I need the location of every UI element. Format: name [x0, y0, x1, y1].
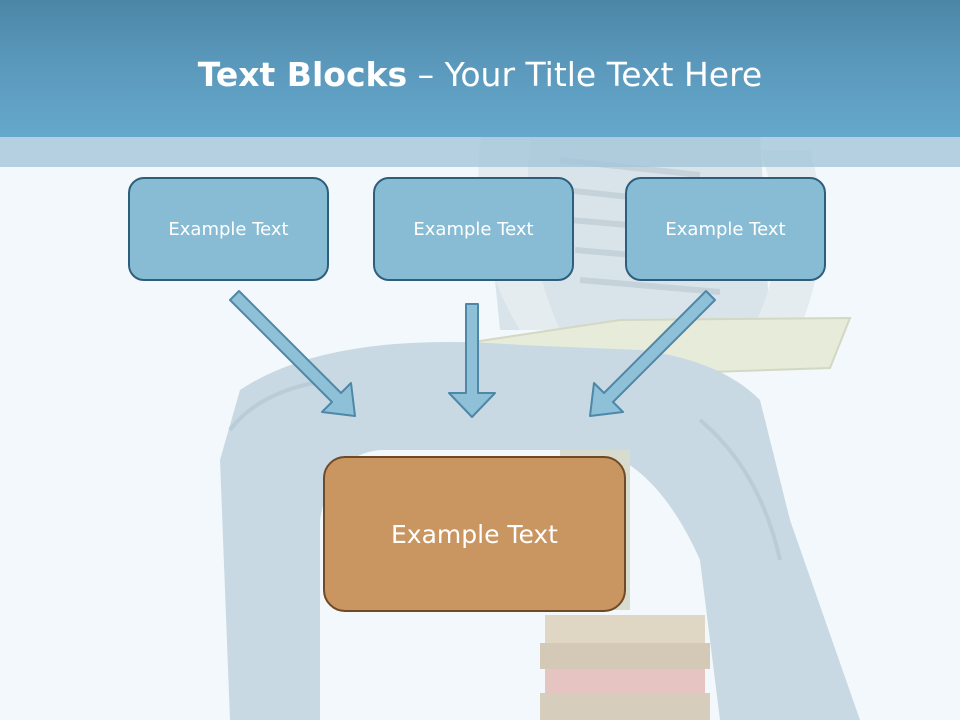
top-box-3: Example Text — [625, 177, 826, 281]
top-box-2: Example Text — [373, 177, 574, 281]
arrow-right-icon — [589, 290, 716, 417]
slide-title-dash: – — [407, 55, 445, 94]
title-bar-strip — [0, 137, 960, 167]
slide-title-rest: Your Title Text Here — [444, 55, 763, 94]
slide-title-bold: Text Blocks — [197, 55, 408, 94]
arrow-center-icon — [448, 303, 496, 418]
arrow-left-icon — [229, 290, 356, 417]
bottom-box: Example Text — [323, 456, 626, 612]
slide-title: Text Blocks – Your Title Text Here — [0, 52, 960, 98]
top-box-1: Example Text — [128, 177, 329, 281]
title-bar — [0, 0, 960, 137]
